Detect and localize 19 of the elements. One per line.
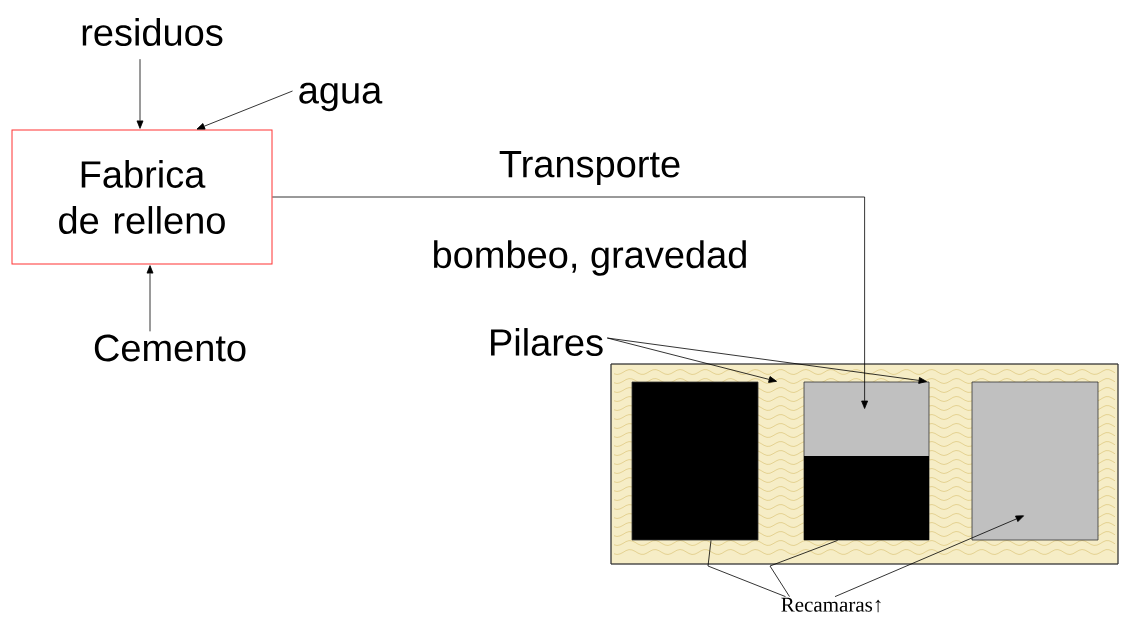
label-text: bombeo, gravedad [434,240,746,276]
leader-line [834,515,1024,597]
label-text: Pilares [491,328,603,356]
arrow [196,90,293,130]
label-text: Cemento [94,334,246,362]
label-text: residuos [82,18,223,46]
leader-line [769,540,838,597]
chamber [971,381,1099,541]
label-text: Recamaras↑ [781,597,881,613]
process-box: Fabrica de relleno [11,129,273,265]
arrow [136,58,144,129]
chamber [631,381,759,541]
leader-line [606,337,927,384]
chamber [803,381,930,541]
arrow [272,196,869,409]
leader-line [707,540,786,597]
label-text: agua [299,82,383,112]
edge-label: Transporte [499,151,680,185]
arrow [146,265,154,332]
